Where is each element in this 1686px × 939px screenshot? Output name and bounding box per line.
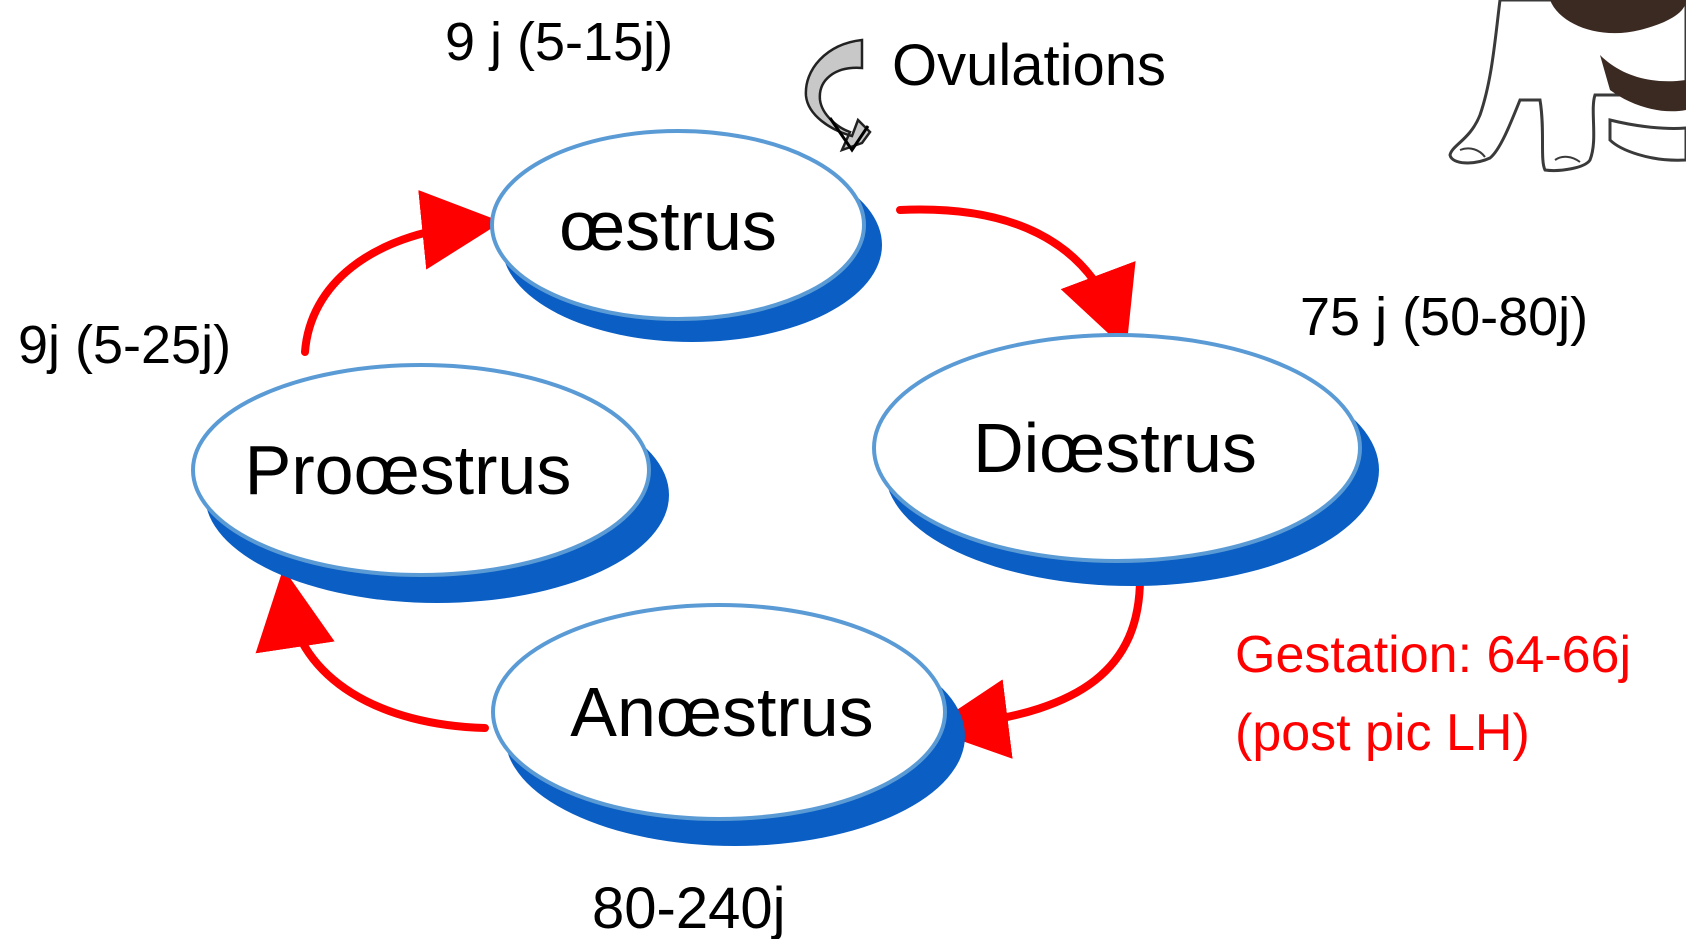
phase-anoestrus: Anœstrus (493, 605, 965, 846)
arrow-prooestrus-to-oestrus (305, 225, 470, 352)
arrow-dioestrus-to-anoestrus (960, 578, 1140, 725)
phase-label-prooestrus: Proœstrus (245, 431, 572, 509)
arrow-oestrus-to-dioestrus (900, 210, 1115, 320)
phase-prooestrus: Proœstrus (193, 365, 669, 603)
duration-prooestrus: 9j (5-25j) (18, 315, 231, 375)
phase-label-oestrus: œstrus (559, 187, 777, 265)
gestation-label: Gestation: 64-66j (1235, 626, 1631, 684)
phase-label-dioestrus: Diœstrus (973, 409, 1257, 487)
ovulation-label: Ovulations (892, 33, 1166, 98)
phase-label-anoestrus: Anœstrus (570, 673, 873, 751)
phase-dioestrus: Diœstrus (874, 335, 1379, 586)
arrow-anoestrus-to-prooestrus (288, 600, 485, 728)
duration-oestrus: 9 j (5-15j) (445, 12, 673, 72)
dog-illustration (1450, 0, 1686, 171)
ovulation-arrow-icon (806, 40, 870, 150)
gestation-note: (post pic LH) (1235, 704, 1530, 762)
duration-dioestrus: 75 j (50-80j) (1300, 287, 1588, 347)
duration-anoestrus: 80-240j (592, 876, 785, 939)
phase-oestrus: œstrus (492, 131, 882, 342)
